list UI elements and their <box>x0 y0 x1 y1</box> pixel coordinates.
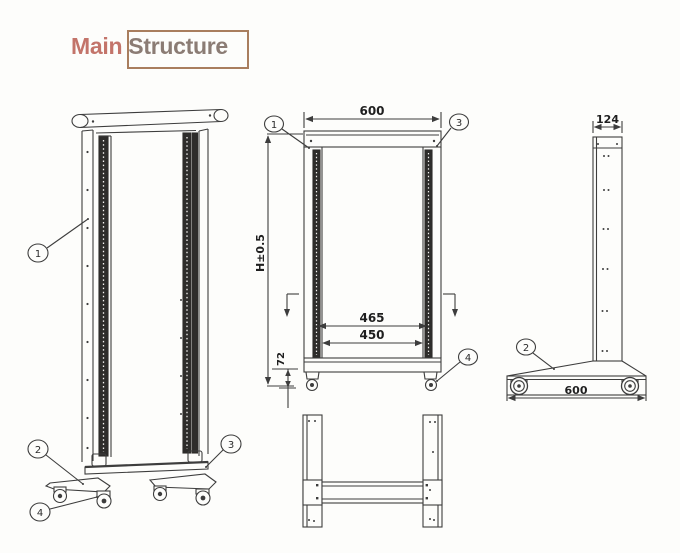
callout-2-side: 2 <box>515 338 555 370</box>
section-arrow-left <box>284 293 299 317</box>
perspective-view: 1 2 3 4 <box>27 108 242 522</box>
callout-number: 3 <box>228 440 234 451</box>
dim-text-post-depth: 124 <box>596 113 619 126</box>
dim-post-depth: 124 <box>592 113 623 133</box>
dim-caster-height: 72 <box>272 352 298 408</box>
right-post <box>180 128 209 456</box>
left-post <box>81 129 112 462</box>
callout-number: 4 <box>465 353 471 364</box>
callout-2: 2 <box>27 439 84 485</box>
callout-number: 2 <box>523 343 529 354</box>
dim-height: H±0.5 <box>254 133 303 387</box>
column-holes <box>597 143 618 352</box>
top-bar <box>71 108 229 134</box>
dim-rail-width-outer: 465 <box>318 311 427 330</box>
callout-3-front: 3 <box>436 113 470 147</box>
screw-dot <box>208 114 212 117</box>
title-box-border <box>127 30 249 69</box>
post-holes <box>86 150 89 450</box>
mounting-rail <box>191 132 199 454</box>
dim-rail-width-inner: 450 <box>322 328 423 347</box>
right-rail <box>422 414 443 528</box>
callout-number: 3 <box>456 118 462 129</box>
left-rail <box>302 414 323 528</box>
dim-text-top-width: 600 <box>359 104 384 118</box>
callout-number: 4 <box>37 508 43 519</box>
callout-number: 1 <box>271 120 277 131</box>
page-title: Main Structure <box>71 33 228 60</box>
callout-4: 4 <box>29 496 98 522</box>
callout-1: 1 <box>27 218 89 263</box>
side-base: 600 <box>506 360 647 402</box>
front-view: 600 H±0.5 <box>254 104 479 408</box>
dim-text-rail-inner: 450 <box>359 328 384 342</box>
bolts-and-holes <box>308 420 436 522</box>
callout-3: 3 <box>205 434 242 468</box>
dim-text-height: H±0.5 <box>254 234 267 272</box>
screw-dot <box>91 120 95 123</box>
dim-text-rail-outer: 465 <box>359 311 384 325</box>
callout-4-front: 4 <box>436 348 479 382</box>
title-word-main: Main <box>71 33 123 59</box>
side-view: 124 <box>506 113 647 402</box>
crossbar-flange-left <box>302 479 323 506</box>
mounting-rail <box>312 149 321 359</box>
dim-text-caster-height: 72 <box>276 352 287 366</box>
right-caster-foot <box>148 473 217 506</box>
side-column <box>592 136 623 362</box>
crossbar-flange-right <box>422 479 443 506</box>
callout-number: 1 <box>35 249 41 260</box>
front-frame <box>303 130 442 392</box>
title-word-structure: Structure <box>128 33 228 59</box>
dim-base-length: 600 <box>506 384 647 402</box>
mounting-rail <box>424 149 433 359</box>
callout-1-front: 1 <box>263 115 310 149</box>
left-caster-foot <box>44 477 112 509</box>
dim-top-width: 600 <box>303 104 442 128</box>
bottom-bar <box>84 450 209 475</box>
post-holes <box>180 299 182 415</box>
dim-text-base-length: 600 <box>565 384 588 397</box>
section-arrow-right <box>443 293 458 317</box>
callout-number: 2 <box>35 445 41 456</box>
crossbar <box>321 481 424 504</box>
top-view <box>302 414 443 528</box>
